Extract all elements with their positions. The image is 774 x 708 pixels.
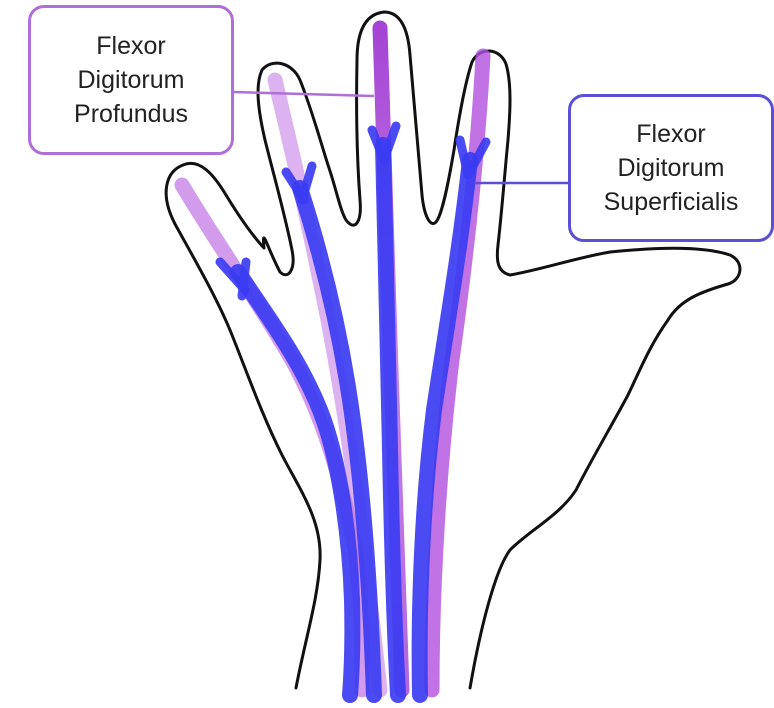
superficialis-split-little-b xyxy=(242,262,246,296)
superficialis-label-line-3: Superficialis xyxy=(604,185,739,219)
profundus-label-box: Flexor Digitorum Profundus xyxy=(28,5,234,155)
superficialis-label-line-1: Flexor xyxy=(636,117,705,151)
profundus-label-line-1: Flexor xyxy=(96,29,165,63)
profundus-label-line-2: Digitorum xyxy=(78,63,185,97)
superficialis-label-box: Flexor Digitorum Superficialis xyxy=(568,94,774,242)
profundus-label-line-3: Profundus xyxy=(74,97,188,131)
superficialis-label-line-2: Digitorum xyxy=(618,151,725,185)
superficialis-tendon-middle xyxy=(383,145,398,695)
